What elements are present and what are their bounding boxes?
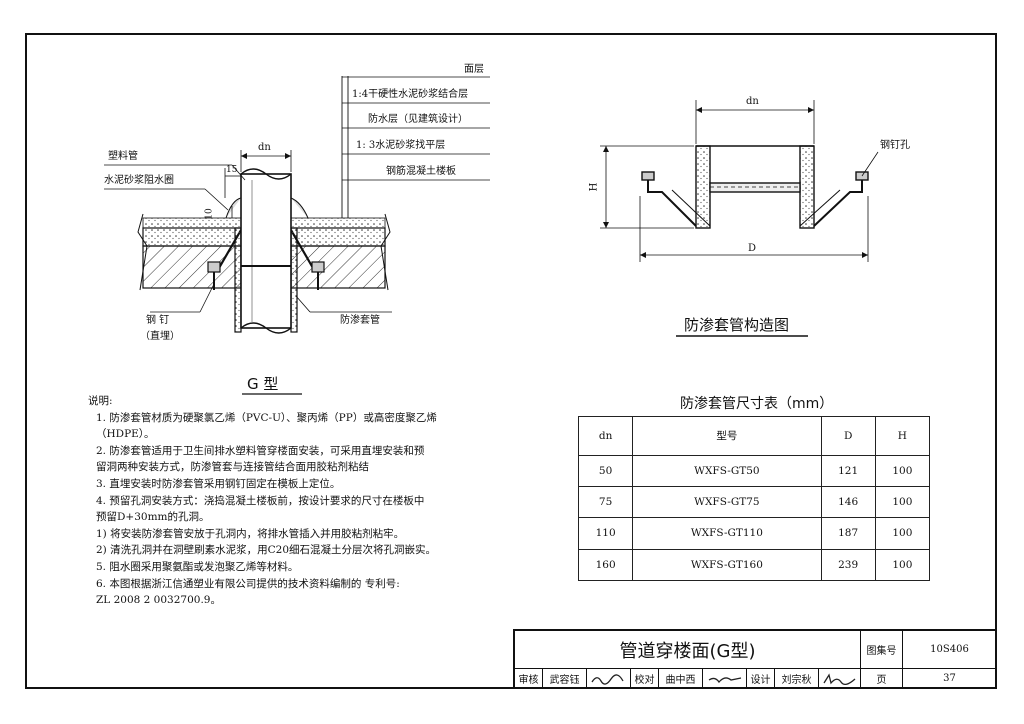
- note-line: 5. 阻水圈采用聚氨酯或发泡聚乙烯等材料。: [96, 560, 299, 573]
- sleeve-construction-drawing: [600, 100, 879, 337]
- g-type-caption: G 型: [247, 375, 279, 393]
- table-row: 110 WXFS-GT110 187 100: [577, 517, 931, 550]
- layer-label-leveling: 1: 3水泥砂浆找平层: [356, 140, 446, 151]
- dimension-table-title: 防渗套管尺寸表（mm）: [680, 396, 834, 412]
- table-row: 50 WXFS-GT50 121 100: [577, 454, 931, 487]
- sheet-frame: [25, 33, 997, 689]
- atlas-number: 10S406: [903, 631, 997, 669]
- review-name: 武容钰: [543, 669, 587, 689]
- cell-H: 100: [874, 485, 931, 519]
- cell-model: WXFS-GT110: [632, 517, 822, 550]
- signature-mark: [590, 673, 624, 685]
- design-label: 设计: [747, 669, 775, 689]
- pipe-label: 塑料管: [108, 151, 138, 162]
- note-line: 预留D+30mm的孔洞。: [96, 511, 210, 524]
- signature-mark: [822, 672, 855, 685]
- dim-10: 10: [204, 208, 215, 220]
- sleeve-drawing-caption: 防渗套管构造图: [684, 316, 790, 334]
- sleeve-label: 防渗套管: [340, 315, 380, 326]
- cell-H: 100: [874, 517, 931, 550]
- cell-dn: 160: [577, 548, 634, 582]
- layer-label-slab: 钢筋混凝土楼板: [386, 166, 456, 177]
- note-line: （HDPE）。: [96, 428, 155, 441]
- dimension-table: dn 型号 D H 50 WXFS-GT50 121 100 75 WXFS-G…: [577, 416, 931, 582]
- note-line: 2) 清洗孔洞并在洞壁刷素水泥浆，用C20细石混凝土分层次将孔洞嵌实。: [96, 544, 437, 557]
- cell-dn: 110: [577, 517, 634, 550]
- note-line: ZL 2008 2 0032700.9。: [96, 594, 221, 607]
- cell-D: 239: [820, 548, 876, 582]
- table-header-row: dn 型号 D H: [577, 416, 931, 456]
- cell-D: 146: [820, 485, 876, 519]
- note-line: 1) 将安装防渗套管安放于孔洞内，将排水管插入并用胶粘剂粘牢。: [96, 527, 405, 540]
- check-name: 曲中西: [659, 669, 703, 689]
- note-line: 3. 直埋安装时防渗套管采用钢钉固定在模板上定位。: [96, 477, 341, 490]
- note-line: 1. 防渗套管材质为硬聚氯乙烯（PVC-U）、聚丙烯（PP）或高密度聚乙烯: [96, 411, 437, 424]
- cell-D: 187: [820, 517, 876, 550]
- note-line: 6. 本图根据浙江信通塑业有限公司提供的技术资料编制的 专利号:: [96, 577, 400, 590]
- dim-D: D: [748, 243, 757, 254]
- note-line: 2. 防渗套管适用于卫生间排水塑料管穿楼面安装，可采用直埋安装和预: [96, 444, 425, 457]
- table-row: 160 WXFS-GT160 239 100: [577, 548, 931, 582]
- nail-sub-label: （直埋）: [140, 331, 180, 342]
- header-cell: H: [874, 416, 931, 456]
- cell-H: 100: [874, 548, 931, 582]
- nail-label: 钢 钉: [146, 315, 170, 326]
- dim-15: 15: [226, 165, 238, 175]
- dim-dn-left: dn: [258, 142, 271, 153]
- water-ring-label: 水泥砂浆阻水圈: [104, 175, 174, 186]
- signature-mark: [708, 676, 741, 683]
- notes-block: 说明: 1. 防渗套管材质为硬聚氯乙烯（PVC-U）、聚丙烯（PP）或高密度聚乙…: [88, 393, 566, 609]
- drawing-title: 管道穿楼面(G型): [515, 631, 861, 669]
- cell-model: WXFS-GT75: [632, 485, 822, 519]
- title-block: 管道穿楼面(G型) 图集号 10S406 审核 武容钰 校对 曲中西 设计 刘宗…: [513, 629, 997, 689]
- note-line: 4. 预留孔洞安装方式：浇捣混凝土楼板前，按设计要求的尺寸在楼板中: [96, 494, 425, 507]
- check-signature: [703, 669, 747, 689]
- layer-label-surface: 面层: [464, 64, 484, 75]
- g-type-section: [104, 76, 490, 334]
- layer-label-waterproof: 防水层（见建筑设计）: [368, 114, 468, 125]
- check-label: 校对: [631, 669, 659, 689]
- page-label: 页: [861, 669, 903, 689]
- atlas-label: 图集号: [861, 631, 903, 669]
- design-signature: [819, 669, 861, 689]
- review-label: 审核: [515, 669, 543, 689]
- cell-H: 100: [874, 454, 931, 487]
- table-row: 75 WXFS-GT75 146 100: [577, 485, 931, 519]
- design-name: 刘宗秋: [775, 669, 819, 689]
- layer-label-bonding: 1:4干硬性水泥砂浆结合层: [352, 89, 469, 100]
- cell-model: WXFS-GT160: [632, 548, 822, 582]
- header-cell: D: [820, 416, 876, 456]
- nail-hole-label: 钢钉孔: [880, 140, 910, 151]
- review-signature: [587, 669, 631, 689]
- header-cell: dn: [577, 416, 634, 456]
- header-cell: 型号: [632, 416, 822, 456]
- page-number: 37: [903, 669, 997, 689]
- notes-heading: 说明:: [88, 395, 113, 407]
- cell-dn: 75: [577, 485, 634, 519]
- dim-dn-right: dn: [746, 96, 759, 107]
- cell-D: 121: [820, 454, 876, 487]
- cell-dn: 50: [577, 454, 634, 487]
- cell-model: WXFS-GT50: [632, 454, 822, 487]
- dim-H: H: [588, 182, 600, 192]
- note-line: 留洞两种安装方式，防渗管套与连接管结合面用胶粘剂粘结: [96, 461, 369, 474]
